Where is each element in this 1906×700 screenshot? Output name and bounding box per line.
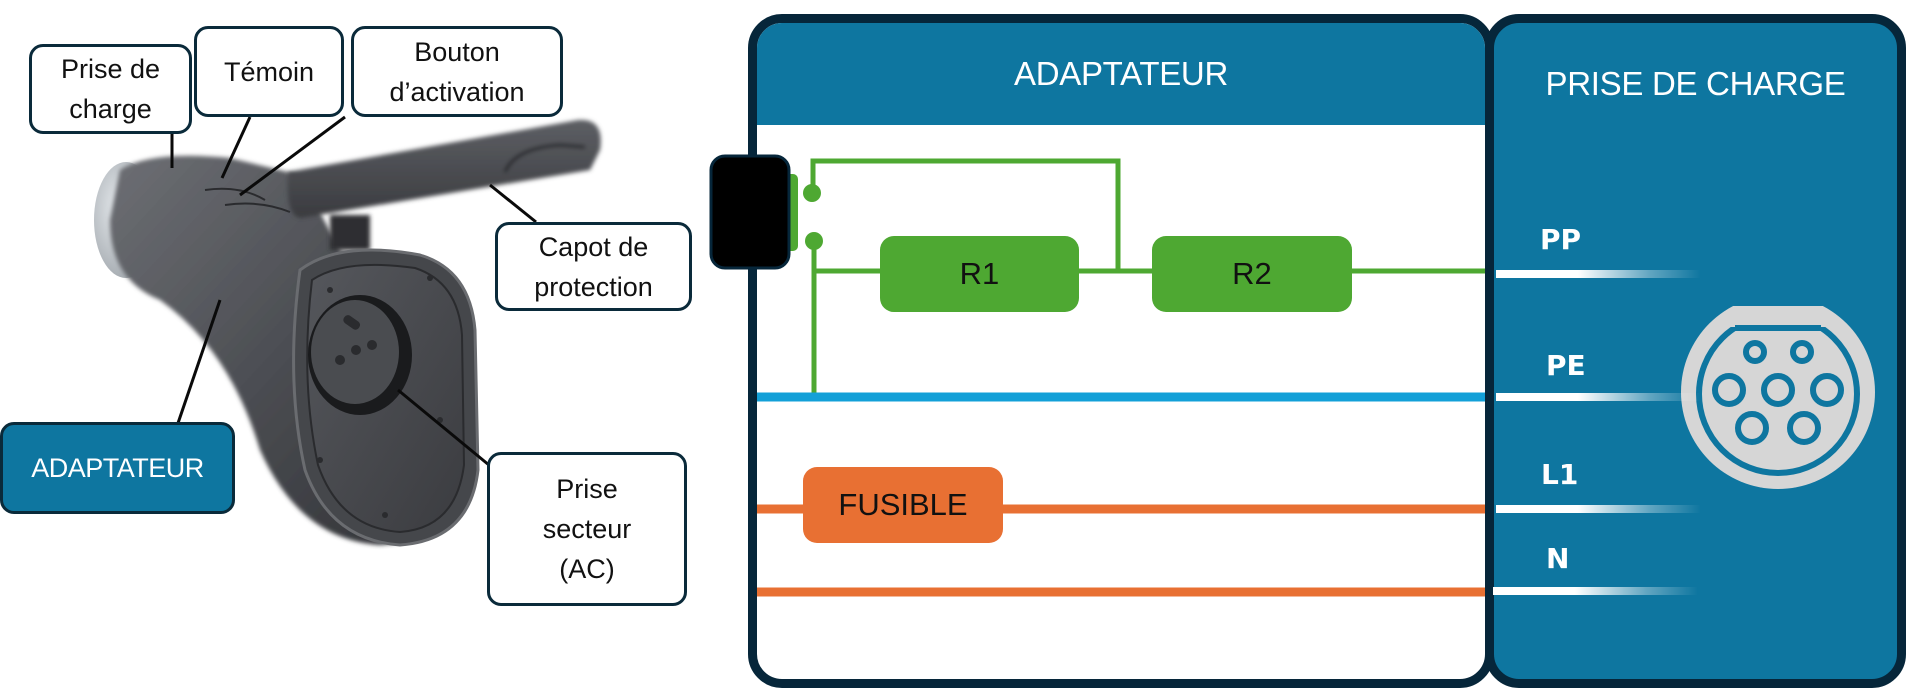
resistor-r2: R2 xyxy=(1152,236,1352,312)
adapter-panel-header: ADAPTATEUR xyxy=(757,23,1485,125)
temoin-indicator xyxy=(204,187,266,201)
charge-panel: PRISE DE CHARGE xyxy=(1485,14,1906,688)
pin-line-pp xyxy=(1496,270,1701,278)
leader-bouton xyxy=(239,115,346,197)
connector-pin xyxy=(1790,340,1814,364)
callout-bouton-activation: Bouton d’activation xyxy=(351,26,563,117)
type2-connector-icon xyxy=(1681,306,1875,489)
pin-label-pp: PP xyxy=(1540,223,1582,256)
leader-prise-secteur xyxy=(397,388,496,472)
switch-contact-top xyxy=(803,184,821,202)
resistor-r1: R1 xyxy=(880,236,1079,312)
connector-pin xyxy=(1735,411,1769,445)
leader-temoin xyxy=(220,116,252,179)
pilot-wire-bypass xyxy=(810,158,1121,271)
adapter-panel: ADAPTATEUR xyxy=(748,14,1494,688)
connector-pin xyxy=(1712,373,1746,407)
callout-temoin: Témoin xyxy=(194,26,344,117)
pin-line-l1 xyxy=(1496,505,1701,513)
connector-pin xyxy=(1743,340,1767,364)
fuse: FUSIBLE xyxy=(803,467,1003,543)
pin-label-pe: PE xyxy=(1546,349,1586,382)
leader-adaptateur xyxy=(174,299,222,430)
leader-capot xyxy=(489,183,537,224)
ac-socket-face xyxy=(292,248,480,547)
adaptateur-badge: ADAPTATEUR xyxy=(0,422,235,514)
pin-line-n xyxy=(1493,587,1698,595)
charge-panel-title: PRISE DE CHARGE xyxy=(1545,65,1846,102)
connector-pin xyxy=(1787,411,1821,445)
activation-button-block xyxy=(709,154,791,270)
callout-capot-protection: Capot de protection xyxy=(495,222,692,311)
connector-pin xyxy=(1761,373,1795,407)
connector-pin xyxy=(1810,373,1844,407)
pin-label-n: N xyxy=(1546,542,1570,575)
switch-contact-bottom xyxy=(805,232,823,250)
pin-line-pe xyxy=(1496,393,1701,401)
protective-cap xyxy=(287,119,601,250)
pin-label-l1: L1 xyxy=(1541,458,1579,491)
callout-prise-secteur: Prise secteur (AC) xyxy=(487,452,687,606)
activation-button-shape xyxy=(224,202,291,213)
adapter-panel-title: ADAPTATEUR xyxy=(1014,55,1228,92)
adapter-product-illustration xyxy=(94,115,601,547)
callout-prise-de-charge: Prise de charge xyxy=(29,44,192,134)
